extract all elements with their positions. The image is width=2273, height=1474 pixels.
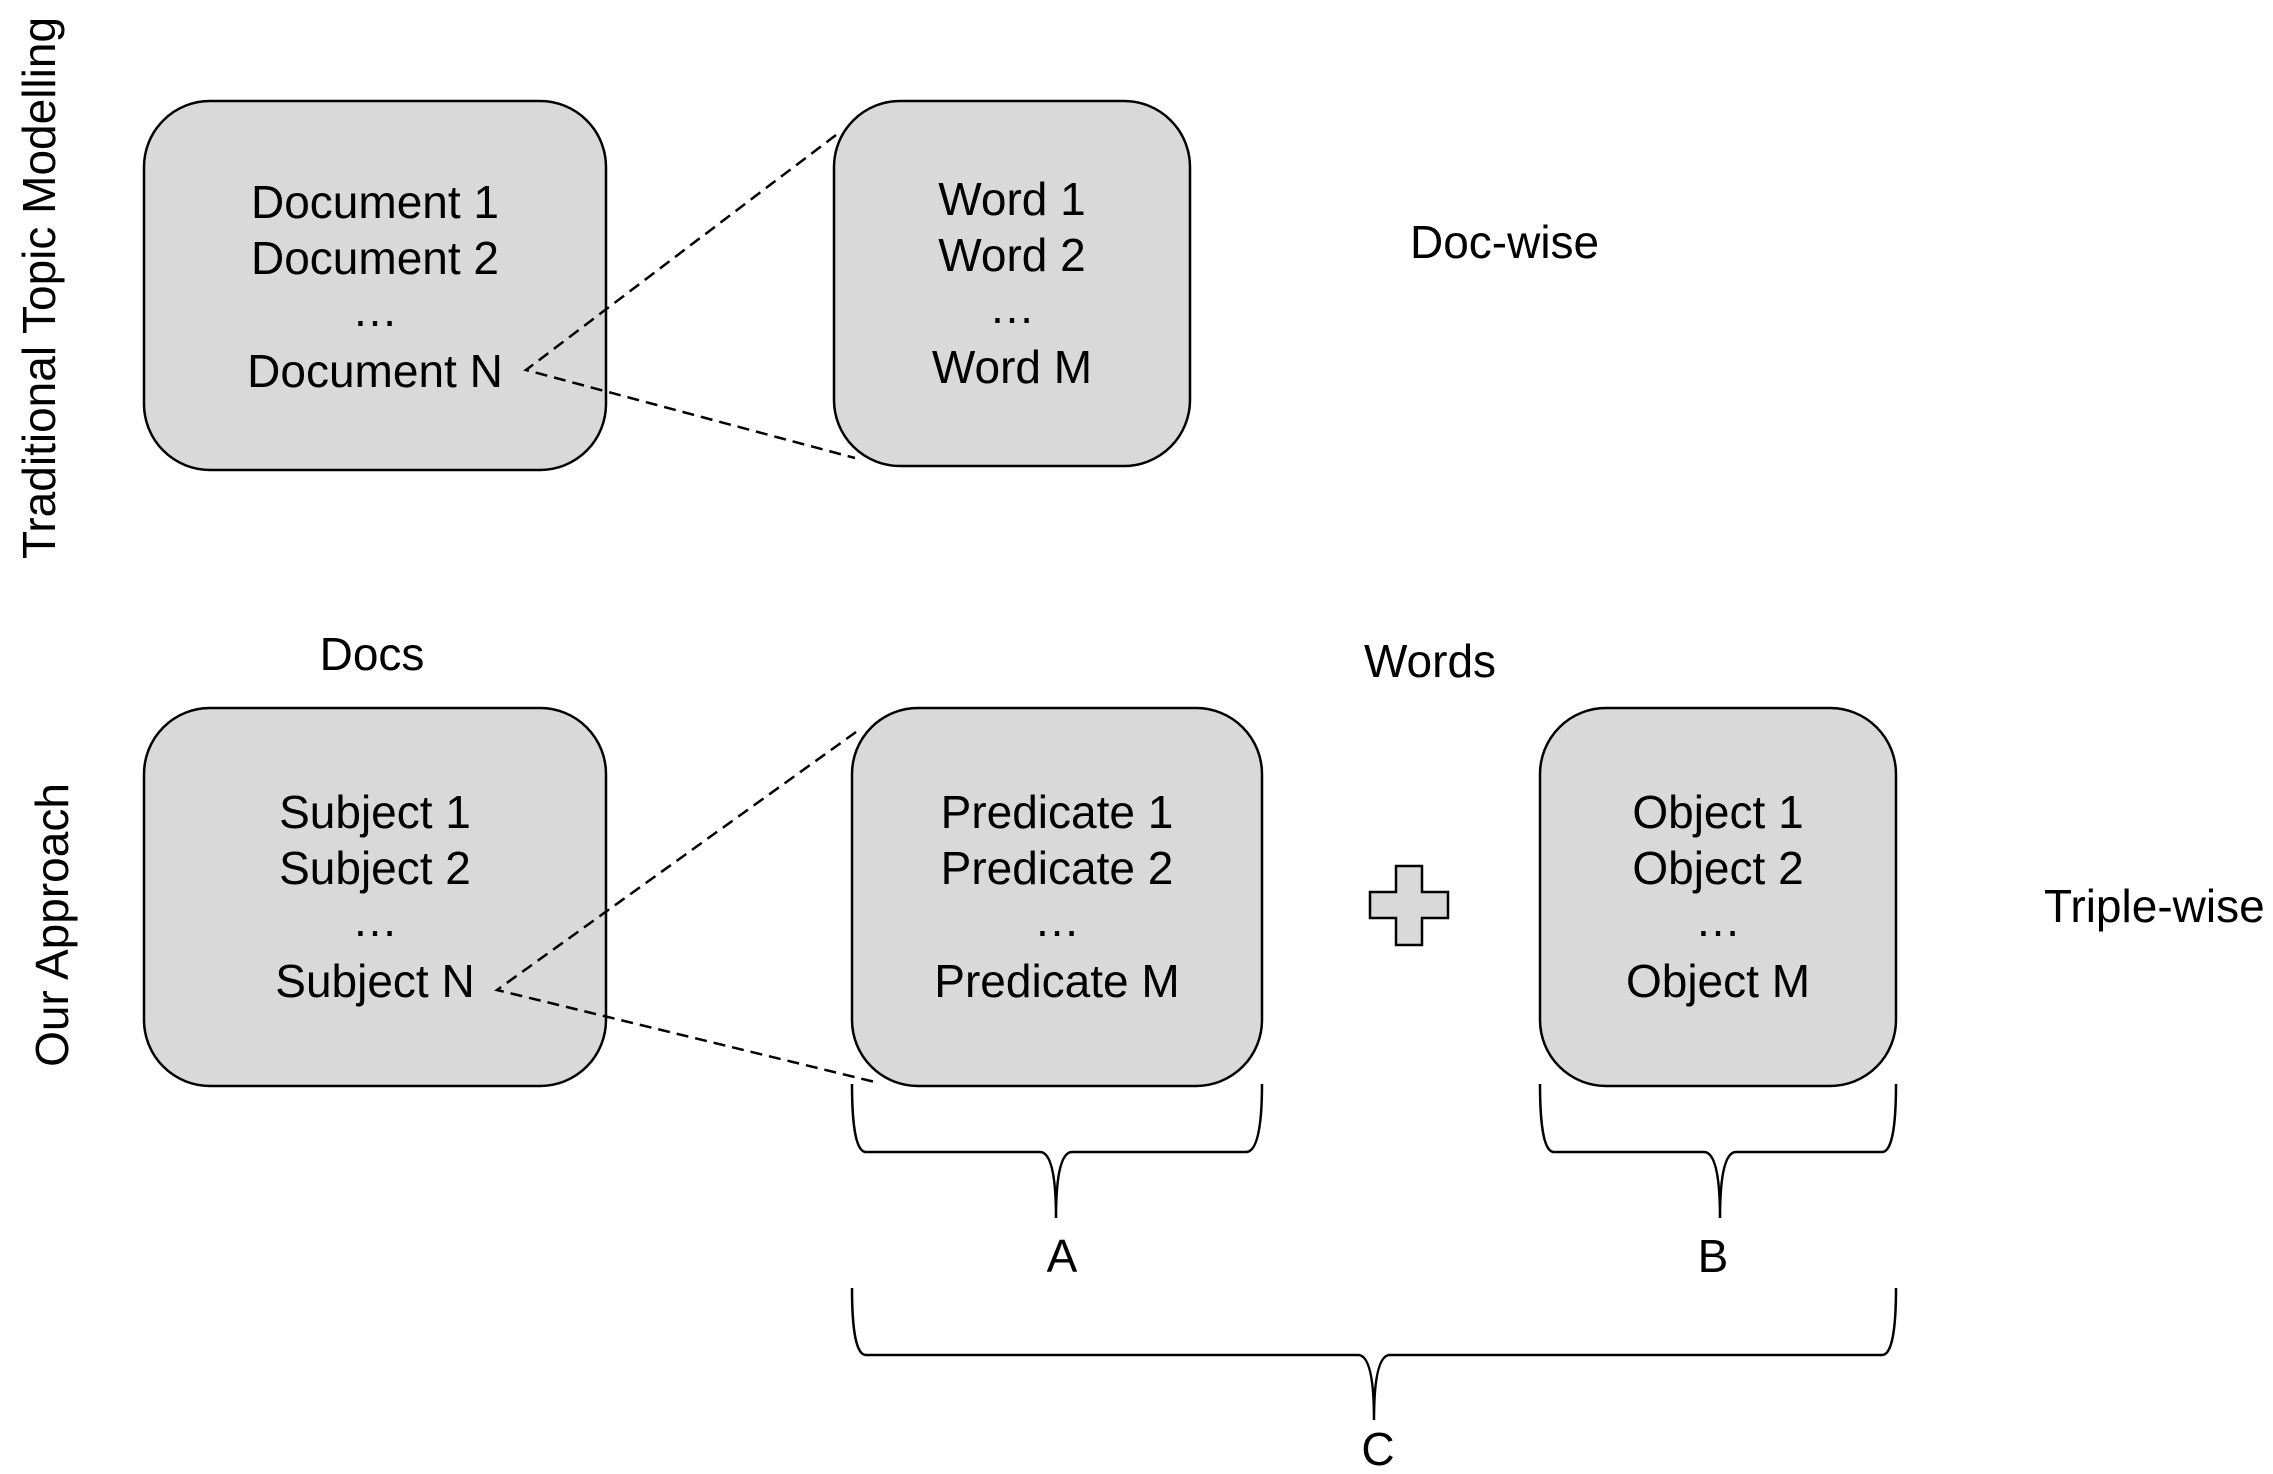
subject-ellipsis: … [352,894,398,946]
object-line-2: Object 2 [1632,842,1803,894]
predicate-line-1: Predicate 1 [941,786,1174,838]
words-line-m: Word M [932,341,1092,393]
brace-label-c: C [1361,1423,1394,1474]
zoom-connector-bottom [494,730,876,1084]
documents-line-2: Document 2 [251,232,499,284]
words-line-2: Word 2 [938,229,1085,281]
triple-wise-label: Triple-wise [2044,880,2265,932]
subject-line-n: Subject N [275,955,474,1007]
documents-ellipsis: … [352,284,398,336]
subject-box [142,706,608,1088]
predicate-line-2: Predicate 2 [941,842,1174,894]
brace-c [850,1287,1898,1421]
predicate-box [850,706,1264,1088]
docs-heading: Docs [320,628,425,680]
object-line-m: Object M [1626,955,1810,1007]
documents-box [142,99,608,472]
doc-wise-label: Doc-wise [1410,216,1599,268]
object-ellipsis: … [1695,894,1741,946]
plus-icon [1368,864,1450,947]
predicate-line-m: Predicate M [934,955,1179,1007]
words-line-1: Word 1 [938,173,1085,225]
subject-line-2: Subject 2 [279,842,471,894]
words-heading: Words [1364,635,1496,687]
documents-line-1: Document 1 [251,176,499,228]
brace-a [850,1083,1264,1219]
brace-label-b: B [1698,1230,1729,1282]
brace-label-a: A [1047,1230,1078,1282]
row-label-traditional: Traditional Topic Modelling [13,17,65,559]
documents-line-n: Document N [247,345,503,397]
brace-b [1538,1083,1898,1219]
words-ellipsis: … [989,281,1035,333]
subject-line-1: Subject 1 [279,786,471,838]
words-box [832,99,1192,468]
object-box [1538,706,1898,1088]
predicate-ellipsis: … [1034,894,1080,946]
row-label-our-approach: Our Approach [26,783,78,1067]
object-line-1: Object 1 [1632,786,1803,838]
zoom-connector-top [523,134,856,460]
